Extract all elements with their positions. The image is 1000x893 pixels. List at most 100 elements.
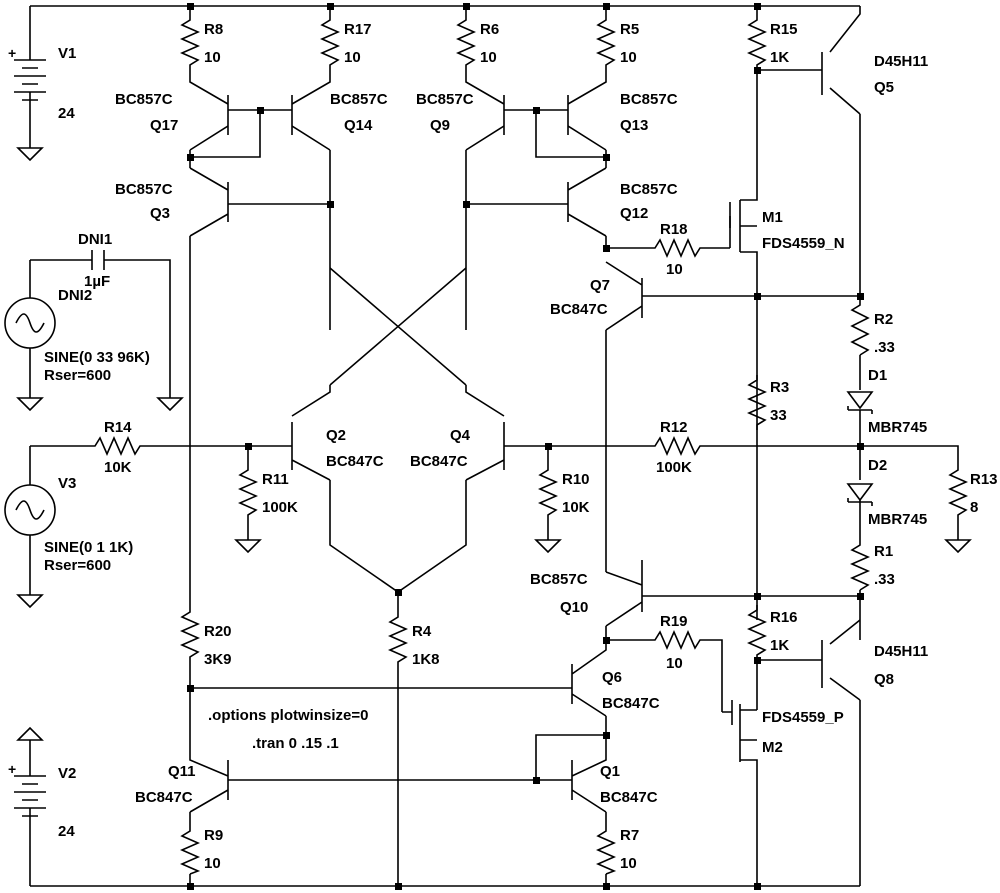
label-Q7-part: BC847C — [550, 301, 608, 318]
label-R14-name: R14 — [104, 419, 132, 436]
resistor-R2 — [850, 300, 870, 356]
resistor-R18 — [650, 238, 706, 258]
junctions — [187, 3, 864, 890]
label-Q11-part: BC847C — [135, 789, 193, 806]
label-R7-value: 10 — [620, 855, 637, 872]
resistor-R1 — [850, 540, 870, 591]
sine-source-DNI2 — [4, 297, 56, 349]
label-Q17-part: BC857C — [115, 91, 173, 108]
label-R1-value: .33 — [874, 571, 895, 588]
label-Q14-name: Q14 — [344, 117, 373, 134]
label-M2-name: M2 — [762, 739, 783, 756]
label-R11-value: 100K — [262, 499, 298, 516]
ground-icon-v2 — [16, 726, 44, 741]
label-DNI1-value: 1µF — [84, 273, 110, 290]
ground-icon-r11 — [234, 539, 262, 554]
sine-source-V3 — [4, 484, 56, 536]
label-V3-func: SINE(0 1 1K) — [44, 539, 133, 556]
resistor-R9 — [180, 826, 201, 875]
resistor-R12 — [650, 436, 706, 456]
svg-text:+: + — [8, 761, 16, 777]
label-R6-name: R6 — [480, 21, 499, 38]
label-D2-part: MBR745 — [868, 511, 927, 528]
resistor-R7 — [596, 826, 617, 875]
label-R4-name: R4 — [412, 623, 432, 640]
svg-text:+: + — [8, 45, 16, 61]
label-Q12-part: BC857C — [620, 181, 678, 198]
label-R8-value: 10 — [204, 49, 221, 66]
label-Q8-name: Q8 — [874, 671, 894, 688]
resistor-R13 — [948, 465, 968, 520]
label-Q12-name: Q12 — [620, 205, 648, 222]
label-R10-value: 10K — [562, 499, 590, 516]
battery-V2: + — [8, 761, 46, 846]
label-R7-name: R7 — [620, 827, 639, 844]
resistor-R6 — [456, 15, 476, 70]
label-R4-value: 1K8 — [412, 651, 440, 668]
resistor-R20 — [180, 600, 200, 660]
label-M2-part: FDS4559_P — [762, 709, 844, 726]
ground-icon-v1 — [16, 147, 44, 162]
label-R17-value: 10 — [344, 49, 361, 66]
label-R14-value: 10K — [104, 459, 132, 476]
label-DNI1-name: DNI1 — [78, 231, 112, 248]
label-Q1-part: BC847C — [600, 789, 658, 806]
label-Q3-part: BC857C — [115, 181, 173, 198]
label-R15-name: R15 — [770, 21, 798, 38]
label-Q5-name: Q5 — [874, 79, 894, 96]
label-Q5-part: D45H11 — [874, 53, 928, 70]
label-Q9-name: Q9 — [430, 117, 450, 134]
ground-icon-dni2 — [16, 397, 44, 412]
label-Q3-name: Q3 — [150, 205, 170, 222]
label-R18-name: R18 — [660, 221, 688, 238]
label-R16-value: 1K — [770, 637, 789, 654]
label-V2-value: 24 — [58, 823, 75, 840]
ground-icon-dni1 — [156, 397, 184, 412]
capacitor-DNI1 — [91, 250, 105, 270]
label-V3-name: V3 — [58, 475, 76, 492]
label-R15-value: 1K — [770, 49, 789, 66]
label-Q9-part: BC857C — [416, 91, 474, 108]
label-Q2-name: Q2 — [326, 427, 346, 444]
ground-icon-v3 — [16, 594, 44, 609]
label-R3-name: R3 — [770, 379, 789, 396]
label-Q13-part: BC857C — [620, 91, 678, 108]
ground-icon-r13 — [944, 539, 972, 554]
label-R8-name: R8 — [204, 21, 223, 38]
resistor-R15 — [747, 15, 767, 70]
label-Q10-name: Q10 — [560, 599, 588, 616]
resistor-R8 — [180, 15, 200, 70]
resistor-R4 — [388, 612, 408, 668]
label-R11-name: R11 — [262, 471, 289, 488]
label-R2-value: .33 — [874, 339, 895, 356]
label-R17-name: R17 — [344, 21, 372, 38]
wires — [29, 5, 959, 887]
resistor-R5 — [596, 15, 616, 70]
label-R20-name: R20 — [204, 623, 232, 640]
label-DNI2-func: SINE(0 33 96K) — [44, 349, 150, 366]
resistor-R10 — [538, 465, 558, 520]
label-Q13-name: Q13 — [620, 117, 648, 134]
label-R3-value: 33 — [770, 407, 787, 424]
diode-D1 — [846, 380, 874, 414]
battery-V1: + — [8, 45, 46, 101]
label-Q2-part: BC847C — [326, 453, 384, 470]
label-R19-value: 10 — [666, 655, 683, 672]
label-R16-name: R16 — [770, 609, 798, 626]
label-Q11-name: Q11 — [168, 763, 196, 780]
label-V2-name: V2 — [58, 765, 76, 782]
label-R6-value: 10 — [480, 49, 497, 66]
resistor-R19 — [650, 630, 706, 650]
label-Q6-part: BC847C — [602, 695, 660, 712]
labels: V1 24 V2 24 V3 SINE(0 1 1K) Rser=600 DNI… — [44, 21, 998, 872]
label-R13-name: R13 — [970, 471, 998, 488]
label-Q4-name: Q4 — [450, 427, 471, 444]
label-M1-name: M1 — [762, 209, 783, 226]
label-R13-value: 8 — [970, 499, 978, 516]
label-D1-name: D1 — [868, 367, 887, 384]
label-R5-name: R5 — [620, 21, 639, 38]
label-Q10-part: BC857C — [530, 571, 588, 588]
label-R12-name: R12 — [660, 419, 688, 436]
label-Q17-name: Q17 — [150, 117, 178, 134]
resistor-R16 — [747, 605, 767, 660]
